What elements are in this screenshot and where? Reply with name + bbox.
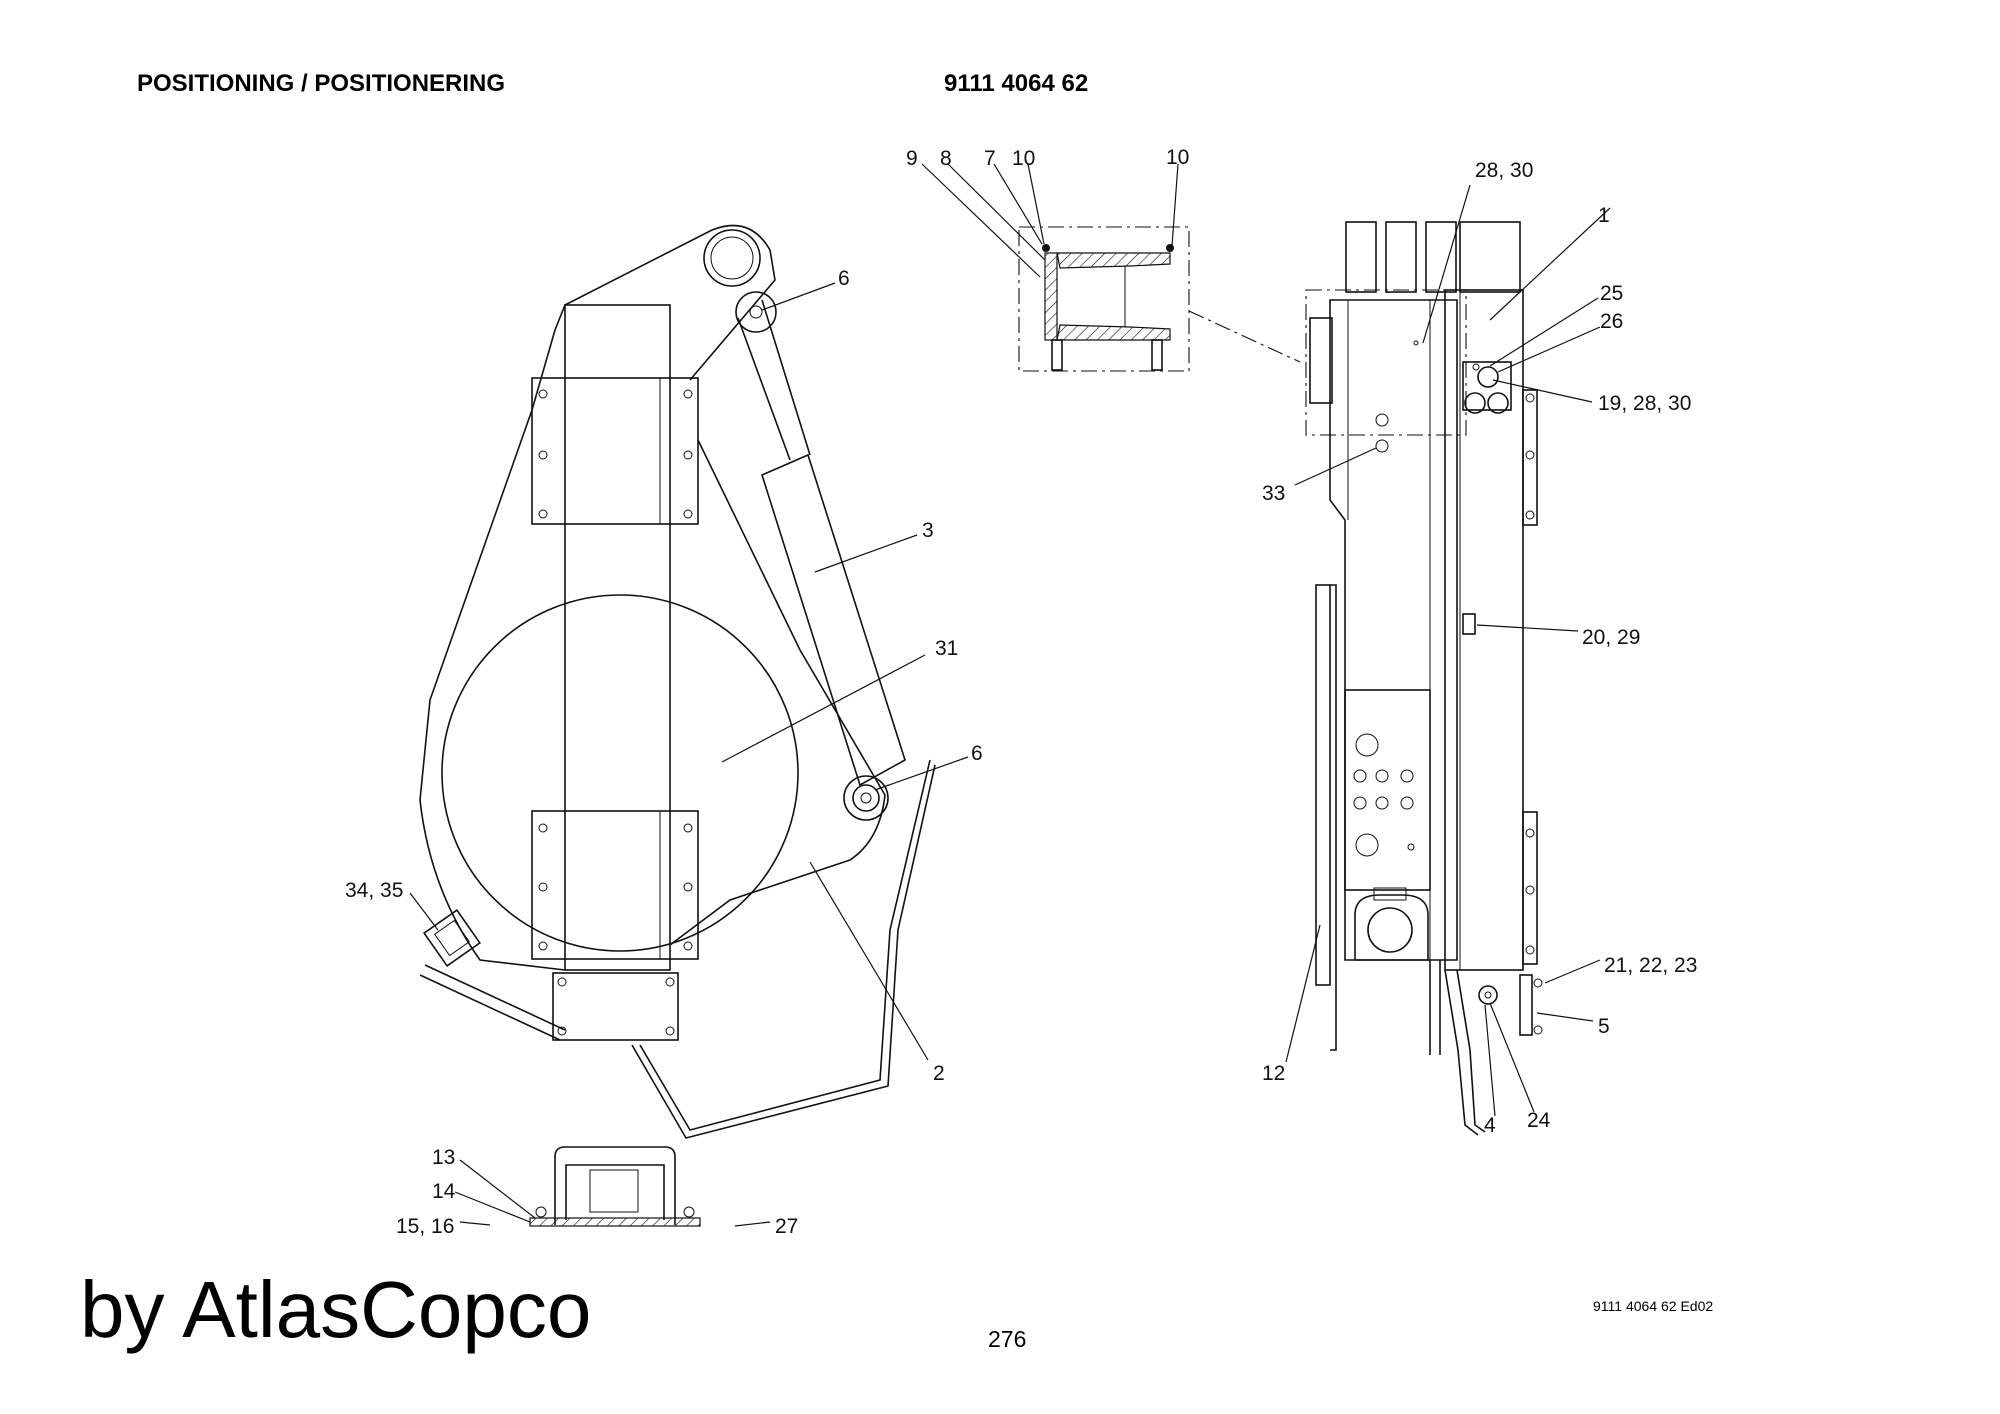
crop-mask xyxy=(0,1236,2000,1276)
upper-lug xyxy=(564,224,776,381)
callout-10-right: 10 xyxy=(1166,146,1189,169)
callout-14: 14 xyxy=(432,1180,456,1203)
hydraulic-cylinder xyxy=(735,291,906,821)
callout-6-lower: 6 xyxy=(971,742,983,765)
lower-section-detail xyxy=(529,1146,701,1227)
callout-15-16: 15, 16 xyxy=(396,1215,454,1238)
callout-19-28-30: 19, 28, 30 xyxy=(1598,392,1691,415)
callout-13: 13 xyxy=(432,1146,455,1169)
right-leaders xyxy=(1285,184,1611,1117)
guard-rod xyxy=(419,759,936,1139)
upper-clamp xyxy=(531,377,699,525)
bottom-block xyxy=(552,972,679,1041)
callout-4: 4 xyxy=(1484,1114,1496,1137)
callout-34-35: 34, 35 xyxy=(345,879,403,902)
detail-inset xyxy=(921,163,1301,372)
callout-12: 12 xyxy=(1262,1062,1285,1085)
callout-labels: 1 2 3 4 5 6 6 7 8 9 10 10 12 13 14 15, 1… xyxy=(345,146,1697,1238)
callout-7: 7 xyxy=(984,147,996,170)
callout-9: 9 xyxy=(906,147,918,170)
callout-27: 27 xyxy=(775,1215,798,1238)
callout-10-left: 10 xyxy=(1012,147,1035,170)
part-number: 9111 4064 62 xyxy=(944,70,1089,97)
callout-24: 24 xyxy=(1527,1109,1551,1132)
page-title: POSITIONING / POSITIONERING xyxy=(137,70,506,97)
page-number: 276 xyxy=(988,1326,1027,1352)
callout-21-22-23: 21, 22, 23 xyxy=(1604,954,1697,977)
right-view xyxy=(1285,184,1611,1136)
lower-clamp xyxy=(531,810,699,960)
main-column xyxy=(564,304,671,971)
callout-2: 2 xyxy=(933,1062,945,1085)
callout-20-29: 20, 29 xyxy=(1582,626,1640,649)
callout-26: 26 xyxy=(1600,310,1623,333)
left-view xyxy=(409,224,969,1227)
small-bracket xyxy=(423,909,481,967)
brand-watermark: by AtlasCopco xyxy=(80,1265,592,1354)
callout-6-upper: 6 xyxy=(838,267,850,290)
callout-8: 8 xyxy=(940,147,952,170)
callout-1: 1 xyxy=(1598,204,1610,227)
callout-5: 5 xyxy=(1598,1015,1610,1038)
callout-25: 25 xyxy=(1600,282,1623,305)
inset-leaders xyxy=(921,163,1179,278)
callout-3: 3 xyxy=(922,519,934,542)
left-leaders xyxy=(409,282,969,1227)
callout-28-30: 28, 30 xyxy=(1475,159,1533,182)
drum-circle xyxy=(441,594,799,952)
callout-33: 33 xyxy=(1262,482,1285,505)
document-code: 9111 4064 62 Ed02 xyxy=(1593,1298,1714,1314)
callout-31: 31 xyxy=(935,637,958,660)
